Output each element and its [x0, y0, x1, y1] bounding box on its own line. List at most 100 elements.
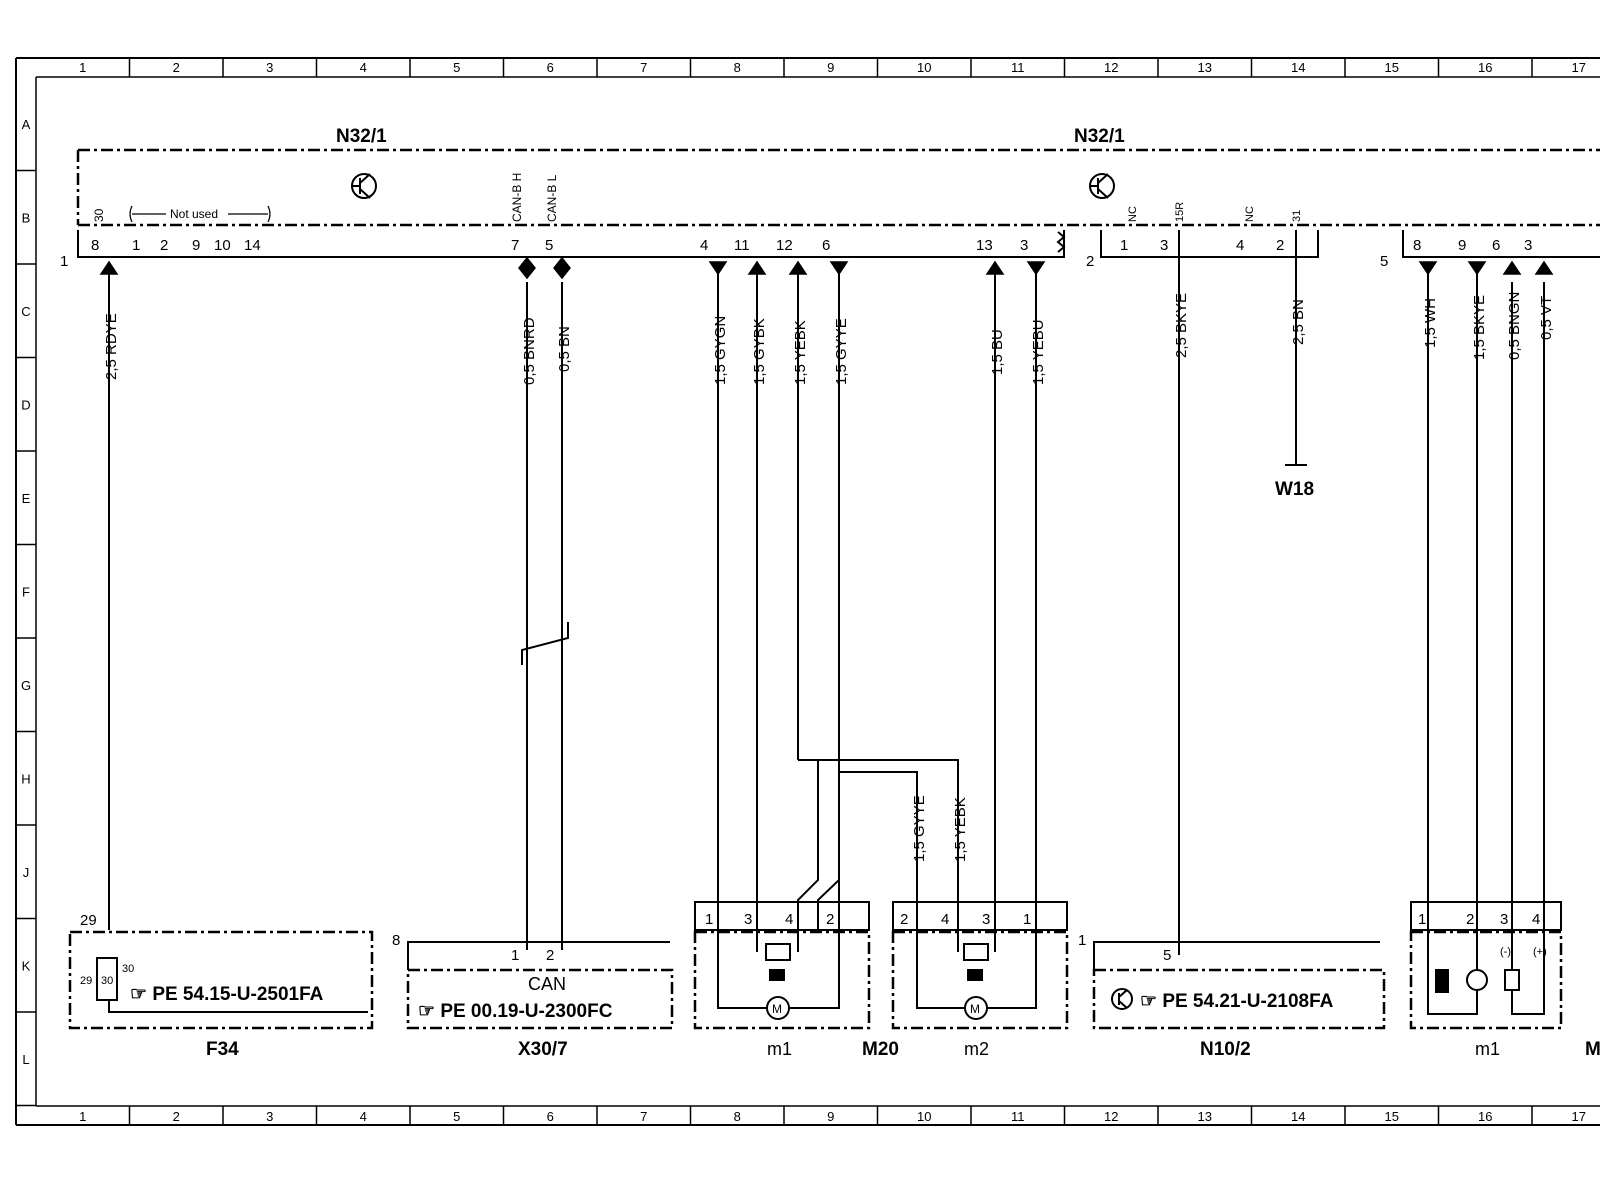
m1-pin: 2: [826, 911, 834, 928]
right-component-label: M: [1585, 1039, 1600, 1060]
wire-label: 1,5 BKYE: [1471, 295, 1488, 360]
arrow-up-icon: [99, 260, 119, 275]
grid-row-label: J: [23, 865, 30, 880]
x30-7-label: X30/7: [518, 1039, 568, 1060]
x30-can-label: CAN: [528, 974, 566, 994]
right-pin: 2: [1466, 911, 1474, 928]
grid-row-label: K: [22, 958, 31, 973]
ground-w18-label: W18: [1275, 479, 1314, 500]
grid-labels: 1122334455667788991010111112121313141415…: [21, 60, 1586, 1124]
grid-column-label: 1: [79, 1109, 86, 1124]
wire-label: 0,5 BNRD: [521, 317, 538, 385]
wire-lines: [108, 230, 1545, 955]
grid-column-label: 11: [1011, 1109, 1025, 1124]
wire-label: 0,5 VT: [1538, 296, 1555, 340]
m2-motor-letter: M: [970, 1002, 980, 1016]
pin-label: 8: [91, 237, 99, 254]
right-minus: (-): [1500, 946, 1511, 958]
pin-label: 13: [976, 237, 993, 254]
pin-label: 4: [700, 237, 708, 254]
m20-m1-label: m1: [767, 1039, 792, 1059]
grid-column-label: 3: [266, 1109, 273, 1124]
n10-ref-text: PE 54.21-U-2108FA: [1162, 991, 1333, 1012]
wire-label: 2,5 BKYE: [1173, 293, 1190, 358]
m20-m2-label: m2: [964, 1039, 989, 1059]
m1-pin: 4: [785, 911, 793, 928]
pin-label: 7: [511, 237, 519, 254]
arrow-down-icon: [1026, 261, 1046, 276]
pin-tag-31: 31: [1291, 210, 1303, 222]
wire-label: 0,5 BN: [556, 326, 573, 372]
m20-label: M20: [862, 1039, 899, 1060]
f34-label: F34: [206, 1039, 239, 1060]
pin-label: 6: [1492, 237, 1500, 254]
grid-column-label: 17: [1572, 60, 1586, 75]
bidirectional-arrow-icon: [518, 256, 536, 280]
n32-1-title-right: N32/1: [1074, 126, 1125, 147]
pin-label: 14: [244, 237, 261, 254]
grid-column-label: 9: [827, 60, 834, 75]
pointing-hand-icon: ☞: [1140, 991, 1162, 1012]
motor-icon: [717, 930, 840, 1020]
pin-label: 3: [1160, 237, 1168, 254]
grid-column-label: 15: [1385, 1109, 1399, 1124]
grid-column-label: 11: [1011, 60, 1025, 75]
arrow-down-icon: [708, 261, 728, 276]
grid-column-label: 6: [547, 1109, 554, 1124]
m2-pin: 1: [1023, 911, 1031, 928]
wire-label: 2,5 BN: [1290, 299, 1307, 345]
transistor-icon: [1089, 173, 1115, 199]
grid-column-label: 12: [1104, 1109, 1118, 1124]
motor-icon: [1427, 930, 1545, 1015]
grid-row-label: D: [21, 397, 30, 412]
grid-row-label: A: [22, 117, 31, 132]
x30-pin: 1: [511, 947, 519, 964]
pin-label: 9: [192, 237, 200, 254]
m1-pin: 1: [705, 911, 713, 928]
pin-label: 1: [132, 237, 140, 254]
x30-ref[interactable]: ☞ PE 00.19-U-2300FC: [418, 1001, 613, 1022]
f34-ref[interactable]: ☞ PE 54.15-U-2501FA: [130, 984, 324, 1005]
motor-icon: [916, 930, 1037, 1020]
arrow-down-icon: [1467, 261, 1487, 276]
arrow-down-icon: [829, 261, 849, 276]
connector-5-label: 5: [1380, 253, 1388, 270]
grid-column-label: 2: [173, 1109, 180, 1124]
right-m1-box: [1409, 930, 1563, 1030]
pointing-hand-icon: ☞: [418, 1001, 440, 1022]
grid-column-label: 7: [640, 60, 647, 75]
m20-m2-connector: [892, 901, 1068, 931]
connector-2-label: 2: [1086, 253, 1094, 270]
grid-column-label: 14: [1291, 1109, 1305, 1124]
wire-label: 1,5 GYGN: [712, 316, 729, 385]
grid-ticks: [16, 58, 1533, 1125]
wire-label: 1,5 GYYE: [833, 318, 850, 385]
not-used-label: Not used: [170, 207, 218, 221]
n10-ref[interactable]: ☞ PE 54.21-U-2108FA: [1140, 991, 1334, 1012]
m2-pin: 2: [900, 911, 908, 928]
grid-column-label: 16: [1478, 1109, 1492, 1124]
fuse-icon: [96, 957, 118, 1001]
pin-tag-can-h: CAN-B H: [510, 173, 524, 222]
f34-fuse-right: 30: [122, 963, 134, 975]
grid-row-label: G: [21, 678, 31, 693]
m20-m2-box: [891, 930, 1069, 1030]
pin-tag-can-l: CAN-B L: [545, 174, 559, 222]
pointing-hand-icon: ☞: [130, 984, 152, 1005]
pin-label: 11: [734, 237, 750, 254]
pin-label: 12: [776, 237, 793, 254]
n10-pin: 5: [1163, 947, 1171, 964]
wire-label: 1,5 YEBU: [1030, 319, 1047, 385]
right-pin: 1: [1418, 911, 1426, 928]
wire-label: 1,5 BU: [989, 329, 1006, 375]
connector-1-label: 1: [60, 253, 68, 270]
grid-column-label: 4: [360, 60, 367, 75]
right-connector: [1410, 901, 1562, 931]
grid-row-label: B: [22, 210, 31, 225]
grid-column-label: 1: [79, 60, 86, 75]
grid-column-label: 4: [360, 1109, 367, 1124]
wire-label: 1,5 GYYE: [911, 795, 928, 862]
pin-label: 4: [1236, 237, 1244, 254]
